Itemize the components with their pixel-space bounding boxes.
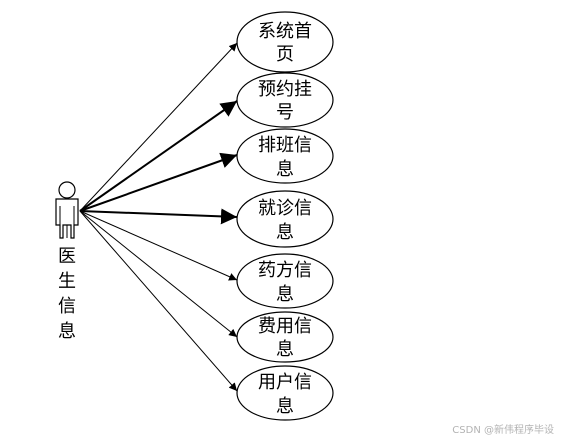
use-case-label: 页 (276, 44, 294, 65)
association-arrow-prescription (79, 210, 238, 281)
use-case-system-home: 系统首 页 (236, 11, 334, 73)
use-case-label: 息 (276, 396, 294, 417)
association-arrow-visit (79, 208, 238, 225)
use-case-label: 息 (276, 222, 294, 243)
use-case-label: 息 (276, 339, 294, 360)
use-case-label: 用户信 (258, 372, 312, 393)
use-case-label: 息 (276, 284, 294, 305)
actor-head (58, 181, 76, 199)
use-case-label: 息 (276, 159, 294, 180)
use-case-visit: 就诊信 息 (236, 190, 334, 248)
use-case-label: 费用信 (258, 316, 312, 337)
use-case-users: 用户信 息 (236, 365, 334, 421)
use-case-label: 号 (276, 102, 294, 123)
use-case-label: 就诊信 (258, 198, 312, 219)
associations (79, 42, 238, 392)
association-arrow-appointment (79, 100, 238, 212)
use-case-schedule: 排班信 息 (236, 128, 334, 184)
association-arrow-system-home (79, 42, 238, 212)
association-arrow-schedule (79, 152, 238, 212)
actor-label-char: 生 (58, 271, 76, 292)
use-case-appointment: 预约挂 号 (236, 72, 334, 128)
use-case-label: 药方信 (258, 260, 312, 281)
watermark: CSDN @新伟程序毕设 (452, 425, 554, 436)
use-case-label: 排班信 (258, 135, 312, 156)
association-arrow-fees (79, 210, 238, 338)
use-case-prescription: 药方信 息 (236, 253, 334, 309)
actor: 医 生 信 息 (55, 181, 79, 342)
actor-label-char: 信 (58, 296, 76, 317)
use-case-fees: 费用信 息 (236, 311, 334, 363)
actor-label-char: 医 (58, 246, 76, 267)
use-case-label: 预约挂 (258, 79, 312, 100)
use-case-label: 系统首 (258, 21, 312, 42)
association-arrow-users (79, 210, 238, 392)
actor-label-char: 息 (58, 321, 76, 342)
